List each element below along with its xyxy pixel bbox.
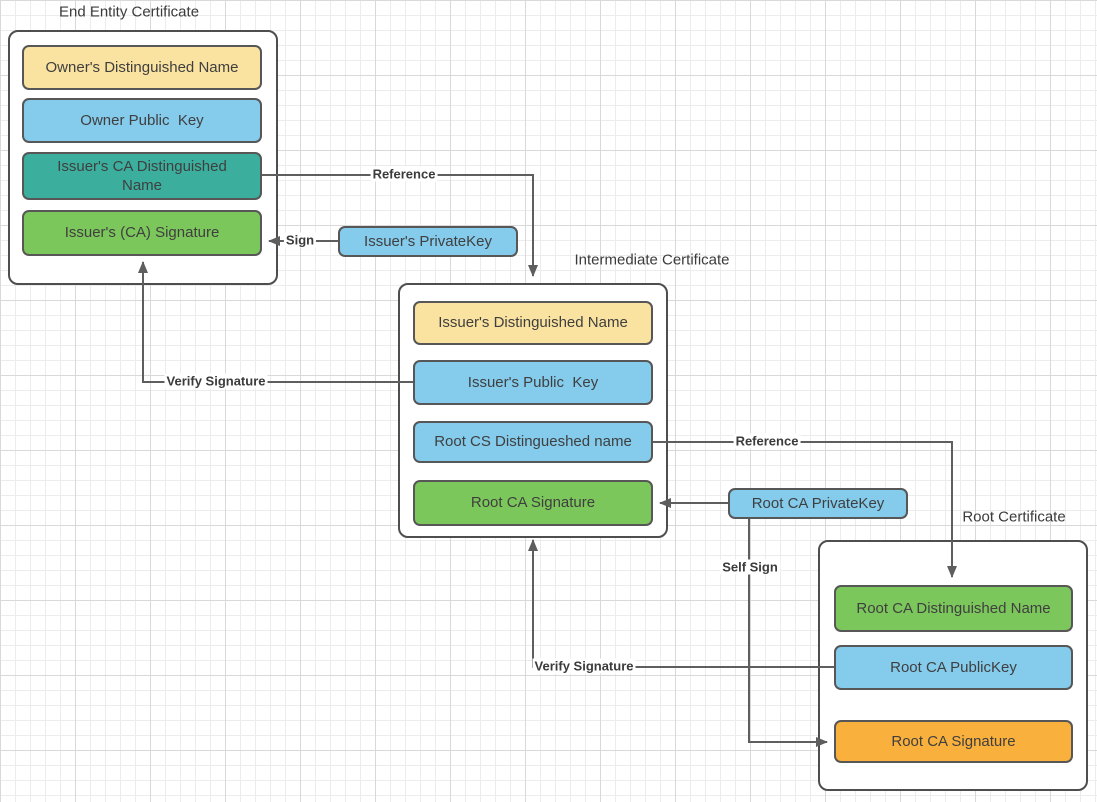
intermediate-certificate-group: Issuer's Distinguished Name Issuer's Pub… <box>398 283 668 538</box>
root-certificate-group: Root CA Distinguished Name Root CA Publi… <box>818 540 1088 791</box>
root-ca-public-key-box: Root CA PublicKey <box>834 645 1073 690</box>
root-ca-private-key-box: Root CA PrivateKey <box>728 488 908 519</box>
owner-distinguished-name-box: Owner's Distinguished Name <box>22 45 262 90</box>
reference-label-middle: Reference <box>733 433 801 449</box>
verify-signature-label-left: Verify Signature <box>164 373 268 389</box>
root-cs-distinguished-name-box: Root CS Distingueshed name <box>413 421 653 463</box>
root-ca-signature-intermediate-box: Root CA Signature <box>413 480 653 526</box>
end-entity-certificate-group: Owner's Distinguished Name Owner Public … <box>8 30 278 285</box>
issuer-ca-distinguished-name-box: Issuer's CA Distinguished Name <box>22 152 262 200</box>
issuer-public-key-box: Issuer's Public Key <box>413 360 653 405</box>
self-sign-arrow <box>748 519 828 747</box>
verify-signature-label-bottom: Verify Signature <box>532 658 636 674</box>
verify-signature-arrow-bottom <box>528 539 834 668</box>
sign-label: Sign <box>283 232 317 248</box>
root-certificate-title: Root Certificate <box>962 508 1066 526</box>
intermediate-certificate-title: Intermediate Certificate <box>574 251 730 269</box>
reference-label-top: Reference <box>370 166 438 182</box>
issuer-ca-signature-box: Issuer's (CA) Signature <box>22 210 262 256</box>
root-ca-distinguished-name-box: Root CA Distinguished Name <box>834 585 1073 632</box>
owner-public-key-box: Owner Public Key <box>22 98 262 143</box>
self-sign-label: Self Sign <box>720 559 780 575</box>
issuer-distinguished-name-box: Issuer's Distinguished Name <box>413 301 653 345</box>
root-ca-signature-root-box: Root CA Signature <box>834 720 1073 763</box>
issuer-private-key-box: Issuer's PrivateKey <box>338 226 518 257</box>
end-entity-certificate-title: End Entity Certificate <box>58 3 200 21</box>
